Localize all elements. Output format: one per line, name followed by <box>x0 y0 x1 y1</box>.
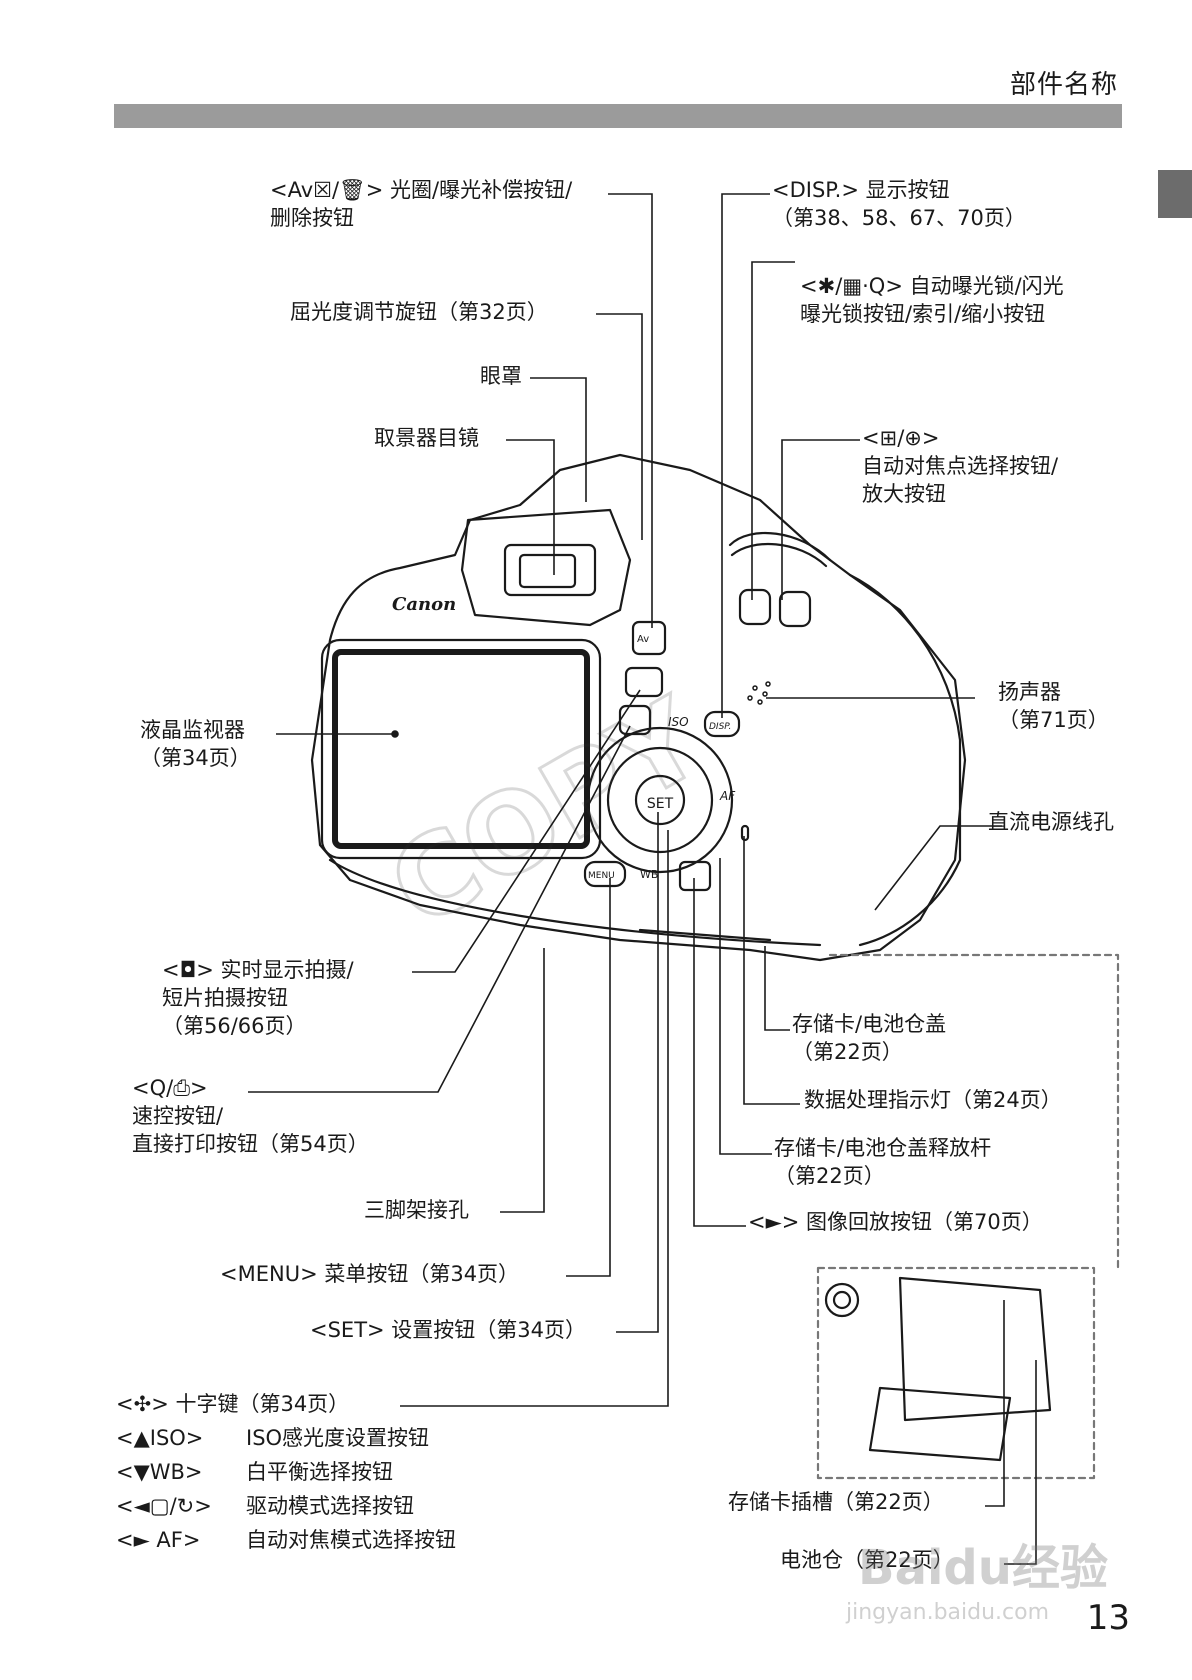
label-tripod: 三脚架接孔 <box>364 1198 469 1222</box>
disp-text: DISP. <box>709 722 731 732</box>
label-card-cover: 存储卡/电池仓盖（第22页） <box>792 1012 947 1064</box>
label-cross-iso-key: <▲ISO> <box>116 1426 204 1450</box>
camera-bottom-edge <box>328 858 822 947</box>
camera-right-grip <box>848 573 962 947</box>
label-speaker: 扬声器（第71页） <box>998 680 1109 732</box>
cross-keys-ring <box>586 726 734 874</box>
label-cross-iso-desc: ISO感光度设置按钮 <box>246 1426 430 1450</box>
menu-button <box>583 860 627 888</box>
label-cross-wb-desc: 白平衡选择按钮 <box>246 1460 393 1484</box>
wb-text: WB <box>640 868 658 881</box>
ae-lock-button <box>738 588 772 626</box>
iso-text: ISO <box>668 715 689 729</box>
mode-dial <box>728 531 832 562</box>
label-av-delete: <Av☒/🗑> 光圈/曝光补偿按钮/删除按钮 <box>270 178 573 230</box>
af-point-button <box>778 590 812 628</box>
label-disp: <DISP.> 显示按钮（第38、58、67、70页） <box>772 178 1026 230</box>
label-playback: <►> 图像回放按钮（第70页） <box>748 1210 1043 1234</box>
access-lamp <box>740 824 750 842</box>
inset-frame <box>816 1266 1096 1480</box>
af-text: AF <box>719 789 736 803</box>
baidu-watermark-url: jingyan.baidu.com <box>846 1600 1050 1625</box>
camera-body-outline <box>310 453 967 962</box>
label-eyepiece: 取景器目镜 <box>374 426 479 450</box>
page-number: 13 <box>1086 1598 1130 1638</box>
label-quick-control: <Q/⎙>速控按钮/直接打印按钮（第54页） <box>132 1076 369 1156</box>
live-view-button <box>624 666 664 698</box>
viewfinder-eyepiece <box>503 543 597 597</box>
label-cross-af-key: <► AF> <box>116 1528 201 1552</box>
brand-logo: Canon <box>392 594 456 615</box>
chapter-tab <box>1158 170 1192 218</box>
card-cover <box>638 928 772 942</box>
label-cover-release: 存储卡/电池仓盖释放杆（第22页） <box>774 1136 992 1188</box>
label-cross-wb-key: <▼WB> <box>116 1460 203 1484</box>
battery-compartment <box>898 1276 1052 1422</box>
set-text: SET <box>647 796 674 812</box>
label-ae-lock: <✱/▦·Q> 自动曝光锁/闪光曝光锁按钮/索引/缩小按钮 <box>800 274 1064 326</box>
menu-text: MENU <box>588 871 615 881</box>
playback-button <box>678 860 712 892</box>
header-bar <box>114 104 1122 128</box>
label-cross-drive-key: <◄▢/↻> <box>116 1494 212 1518</box>
av-text: Av <box>637 634 649 645</box>
label-menu: <MENU> 菜单按钮（第34页） <box>220 1262 520 1286</box>
lcd-frame-outer <box>320 638 602 860</box>
label-battery: 电池仓（第22页） <box>780 1548 954 1572</box>
set-button <box>634 774 686 826</box>
label-access-lamp: 数据处理指示灯（第24页） <box>804 1088 1062 1112</box>
eyecup-shape <box>460 508 632 627</box>
label-cross-drive-desc: 驱动模式选择按钮 <box>246 1494 414 1518</box>
label-diopter: 屈光度调节旋钮（第32页） <box>290 300 548 324</box>
label-live-view: <◘> 实时显示拍摄/短片拍摄按钮（第56/66页） <box>162 958 354 1038</box>
inset-leader <box>828 953 1120 1270</box>
label-lcd: 液晶监视器（第34页） <box>140 718 251 770</box>
copy-watermark: COPY <box>369 674 724 953</box>
baidu-watermark: Baidu经验 <box>858 1540 1108 1596</box>
label-cross-af-desc: 自动对焦模式选择按钮 <box>246 1528 456 1552</box>
label-card-slot: 存储卡插槽（第22页） <box>728 1490 944 1514</box>
label-dc-hole: 直流电源线孔 <box>988 810 1114 834</box>
label-set: <SET> 设置按钮（第34页） <box>310 1318 587 1342</box>
label-cross-keys: <✣> 十字键（第34页） <box>116 1392 350 1416</box>
speaker-holes <box>747 681 771 705</box>
label-af-point: <⊞/⊕>自动对焦点选择按钮/放大按钮 <box>862 426 1059 506</box>
section-title: 部件名称 <box>1009 70 1118 100</box>
lcd-screen <box>332 649 590 849</box>
label-eyecup: 眼罩 <box>480 364 522 388</box>
av-button <box>631 620 667 656</box>
